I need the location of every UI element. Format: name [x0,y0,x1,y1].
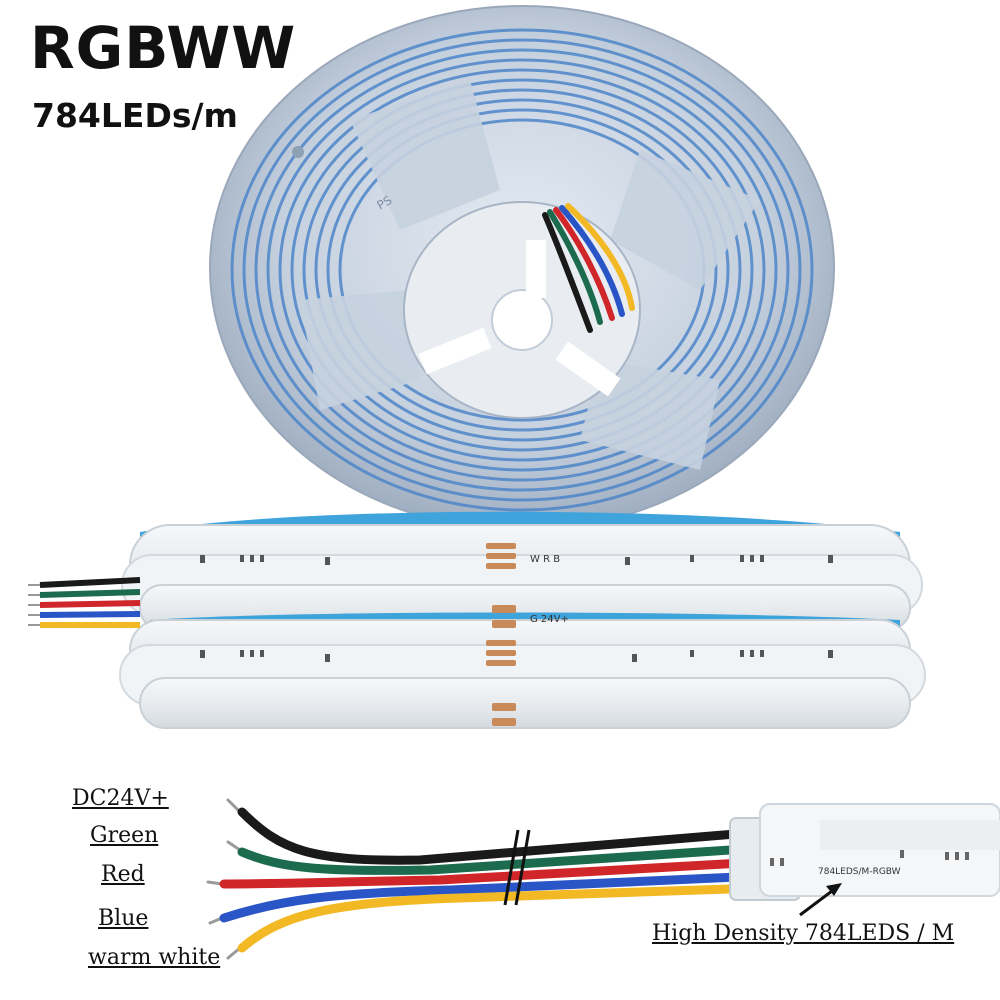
wire-label-green: Green [90,823,159,848]
wire-label-blue: Blue [98,906,149,931]
pad-marking-top: W R B [530,554,560,565]
led-density-subtitle: 784LEDs/m [32,96,238,135]
wire-label-red: Red [101,862,145,887]
product-title: RGBWW [30,14,297,82]
wire-label-warm-white: warm white [88,945,221,970]
pad-marking-bottom: G 24V+ [530,614,569,625]
wiring-diagram: 784LEDS/M-RGBW [206,798,1000,960]
wire-label-dc24v: DC24V+ [72,786,169,811]
spool-mark: PS [375,193,395,213]
led-strip-coils: W R B G 24V+ [28,511,926,729]
strip-small-print: 784LEDS/M-RGBW [818,867,901,877]
reel-spool: PS [209,5,835,531]
high-density-label: High Density 784LEDS / M [652,921,955,946]
